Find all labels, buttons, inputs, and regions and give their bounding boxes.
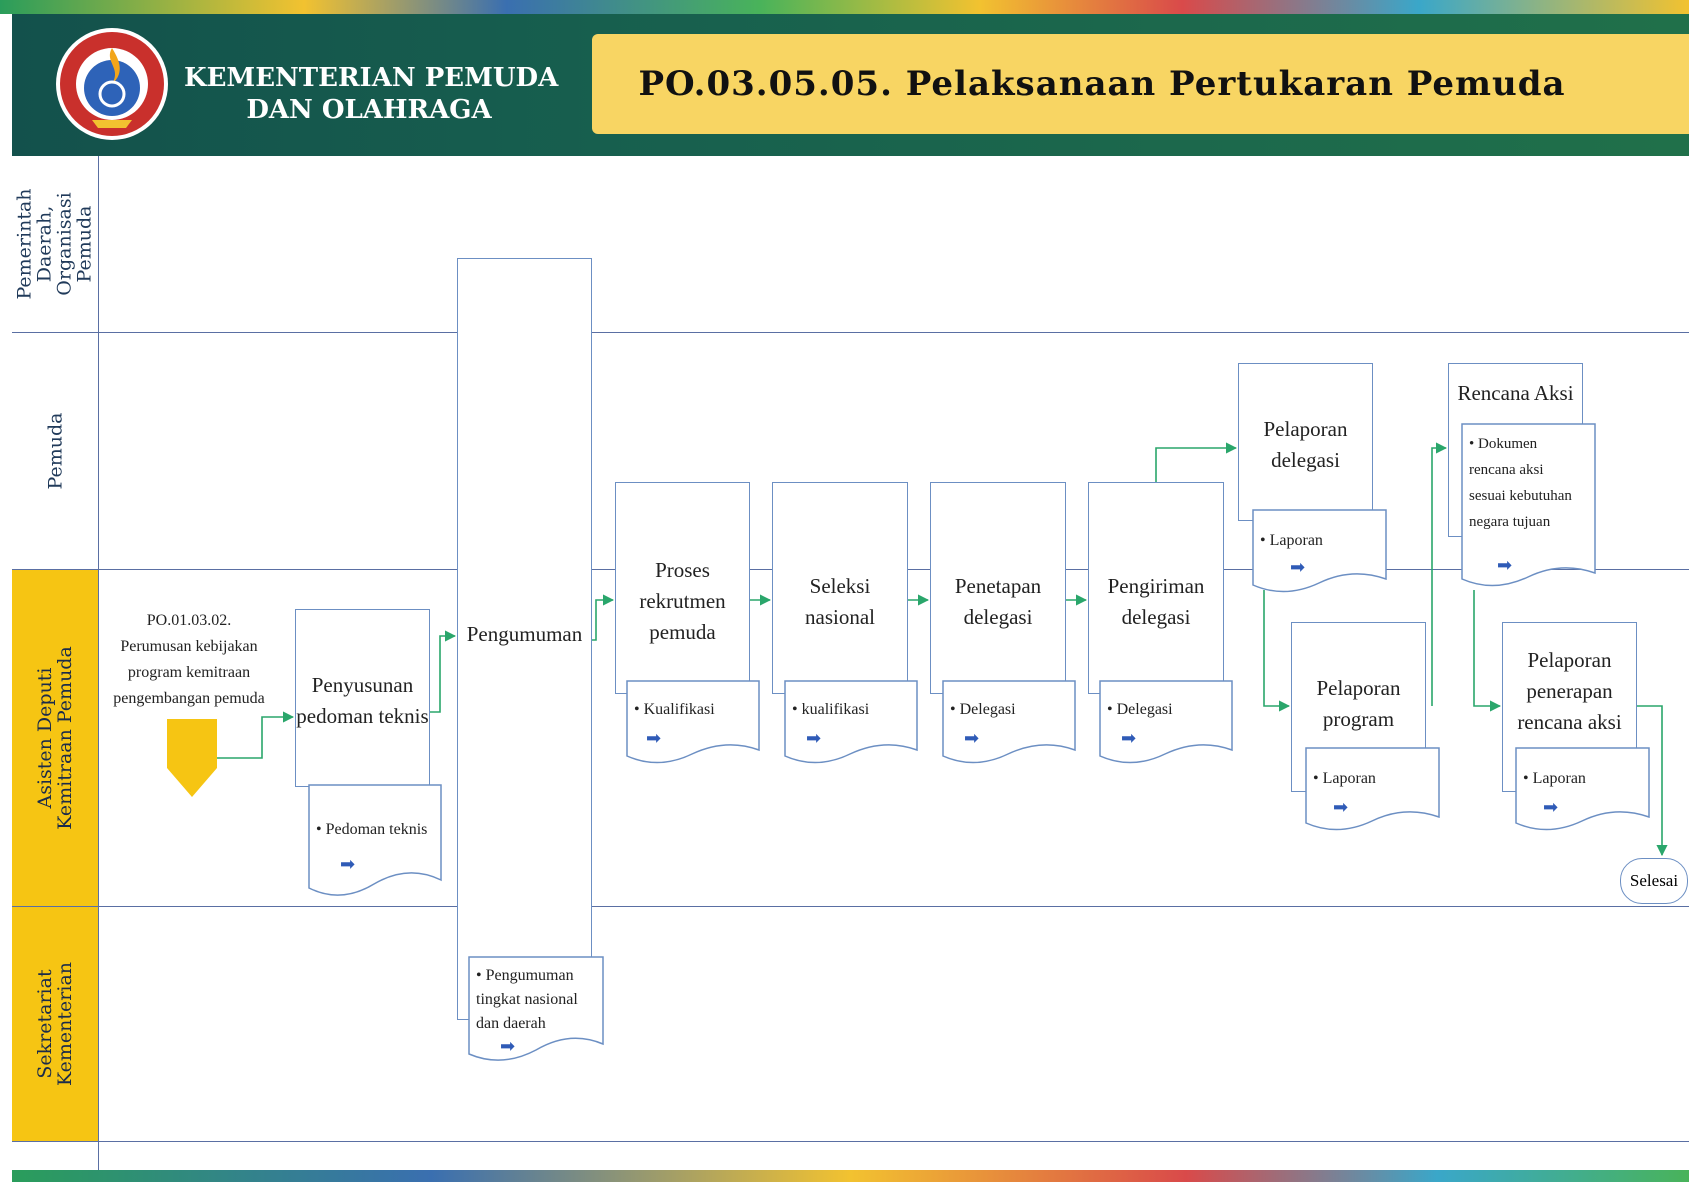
document-pedoman-teknis[interactable]: • Pedoman teknis ➡ (308, 784, 442, 904)
lane-divider-4 (12, 1141, 1689, 1142)
process-seleksi-label: Seleksi nasional (805, 574, 875, 629)
arrow-right-icon: ➡ (1290, 557, 1306, 577)
process-pengumuman[interactable]: Pengumuman (457, 258, 592, 1020)
arrow-right-icon: ➡ (500, 1036, 516, 1056)
lane3-label-line1: Asisten Deputi (34, 667, 56, 809)
lane-label-divider (98, 156, 99, 1172)
process-rencana-aksi-label: Rencana Aksi (1457, 381, 1574, 405)
doc-pengumuman-text: Pengumuman tingkat nasional dan daerah (476, 967, 578, 1032)
organization-name: KEMENTERIAN PEMUDA DAN OLAHRAGA (184, 62, 559, 126)
lane-divider-1 (12, 332, 1689, 333)
org-line-1: KEMENTERIAN PEMUDA (184, 63, 559, 93)
lane2-label-line1: Pemuda (43, 412, 66, 490)
document-laporan-delegasi[interactable]: • Laporan ➡ (1252, 509, 1387, 595)
doc-laporan-penerapan-text: Laporan (1532, 770, 1586, 787)
arrow-right-icon: ➡ (340, 854, 356, 874)
lane1-label-line1: Pemerintah (14, 188, 36, 300)
document-delegasi-1[interactable]: • Delegasi ➡ (942, 680, 1076, 766)
process-pelaporan-program-label: Pelaporan program (1316, 676, 1401, 731)
process-penyusunan-label: Penyusunan pedoman teknis (296, 673, 429, 728)
document-pengumuman[interactable]: • Pengumuman tingkat nasional dan daerah… (468, 956, 604, 1068)
lane-label-sekretariat: Sekretariat Kementerian (12, 907, 98, 1141)
lane-divider-3 (12, 906, 1689, 907)
arrow-right-icon: ➡ (646, 728, 662, 748)
lane4-label-line2: Kementerian (54, 961, 76, 1087)
lane1-label-line3: Organisasi (54, 192, 76, 296)
process-pelaporan-delegasi[interactable]: Pelaporan delegasi (1238, 363, 1373, 521)
swimlane-area: Pemerintah Daerah, Organisasi Pemuda Pem… (12, 156, 1689, 1172)
doc-kualifikasi1-text: Kualifikasi (643, 701, 715, 718)
ministry-logo-icon (56, 28, 168, 140)
lane1-label-line2: Daerah, (34, 205, 56, 283)
document-kualifikasi-1[interactable]: • Kualifikasi ➡ (626, 680, 760, 766)
header-banner: KEMENTERIAN PEMUDA DAN OLAHRAGA PO.03.05… (12, 14, 1689, 156)
doc-delegasi1-text: Delegasi (959, 701, 1016, 718)
org-line-2: DAN OLAHRAGA (246, 95, 492, 125)
bottom-color-strip (12, 1170, 1689, 1182)
page-title: PO.03.05.05. Pelaksanaan Pertukaran Pemu… (638, 64, 1566, 104)
lane-label-pemerintah-daerah: Pemerintah Daerah, Organisasi Pemuda (12, 156, 98, 332)
document-kualifikasi-2[interactable]: • kualifikasi ➡ (784, 680, 918, 766)
terminator-label: Selesai (1629, 871, 1679, 890)
doc-pedoman-text: Pedoman teknis (325, 821, 428, 838)
process-penetapan-delegasi[interactable]: Penetapan delegasi (930, 482, 1066, 694)
process-pelaporan-delegasi-label: Pelaporan delegasi (1263, 417, 1348, 472)
title-box: PO.03.05.05. Pelaksanaan Pertukaran Pemu… (592, 34, 1689, 134)
process-penetapan-label: Penetapan delegasi (954, 574, 1042, 629)
lane-label-asisten-deputi: Asisten Deputi Kemitraan Pemuda (12, 570, 98, 906)
doc-kualifikasi2-text: kualifikasi (801, 701, 870, 718)
start-ref-line3: program kemitraan (127, 664, 251, 681)
document-delegasi-2[interactable]: • Delegasi ➡ (1099, 680, 1233, 766)
process-pengiriman-label: Pengiriman delegasi (1107, 574, 1205, 629)
start-ref-line1: PO.01.03.02. (146, 612, 232, 629)
arrow-right-icon: ➡ (806, 728, 822, 748)
arrow-right-icon: ➡ (1121, 728, 1137, 748)
process-pengiriman-delegasi[interactable]: Pengiriman delegasi (1088, 482, 1224, 694)
lane-label-pemuda: Pemuda (12, 333, 98, 569)
process-proses-rekrutmen[interactable]: Proses rekrutmen pemuda (615, 482, 750, 694)
terminator-selesai[interactable]: Selesai (1620, 858, 1688, 904)
document-dokumen-rencana-aksi[interactable]: • Dokumen rencana aksi sesuai kebutuhan … (1461, 423, 1596, 593)
doc-laporan-program-text: Laporan (1322, 770, 1376, 787)
doc-delegasi2-text: Delegasi (1116, 701, 1173, 718)
arrow-right-icon: ➡ (1497, 555, 1513, 575)
document-laporan-penerapan[interactable]: • Laporan ➡ (1515, 747, 1650, 833)
start-reference-text: PO.01.03.02. Perumusan kebijakan program… (103, 608, 275, 712)
document-laporan-program[interactable]: • Laporan ➡ (1305, 747, 1440, 833)
offpage-connector-icon (167, 719, 217, 797)
process-proses-label: Proses rekrutmen pemuda (639, 558, 726, 644)
arrow-right-icon: ➡ (964, 728, 980, 748)
start-ref-line4: pengembangan pemuda (113, 690, 265, 707)
process-penyusunan-pedoman[interactable]: Penyusunan pedoman teknis (295, 609, 430, 787)
process-seleksi-nasional[interactable]: Seleksi nasional (772, 482, 908, 694)
top-color-strip (0, 0, 1689, 14)
process-pelaporan-penerapan-label: Pelaporan penerapan rencana aksi (1517, 648, 1622, 734)
arrow-right-icon: ➡ (1543, 797, 1559, 817)
arrow-right-icon: ➡ (1333, 797, 1349, 817)
process-pengumuman-label: Pengumuman (466, 622, 583, 646)
lane1-label-line4: Pemuda (74, 205, 96, 283)
doc-laporan-delegasi-text: Laporan (1269, 532, 1323, 549)
start-ref-line2: Perumusan kebijakan (120, 638, 258, 655)
lane3-label-line2: Kemitraan Pemuda (54, 646, 76, 830)
doc-dokumen-rencana-text: Dokumen rencana aksi sesuai kebutuhan ne… (1469, 436, 1572, 530)
lane4-label-line1: Sekretariat (34, 969, 56, 1079)
